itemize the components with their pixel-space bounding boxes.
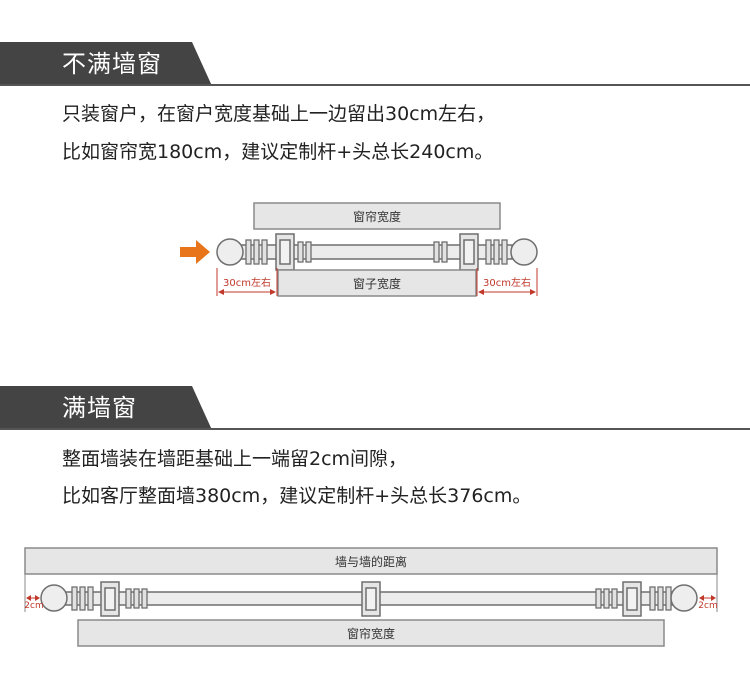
finial-left-icon [40,584,68,612]
bracket-right-icon [459,233,479,271]
finial-left-icon [216,238,244,266]
finial-right-icon [670,584,698,612]
header-divider [0,428,750,430]
description-line-2: 比如窗帘宽180cm，建议定制杆+头总长240cm。 [62,141,494,163]
bracket-center-icon [361,581,381,617]
dimension-left-arrow-icon [35,595,40,601]
dimension-left-arrow-icon [270,289,276,295]
curtain-width-label: 窗帘宽度 [353,209,401,224]
dimension-right-arrow-icon [711,595,716,601]
section-partial-wall-window: 不满墙窗 只装窗户，在窗户宽度基础上一边留出30cm左右， 比如窗帘宽180cm… [0,42,750,163]
section-header: 不满墙窗 [0,42,750,86]
window-width-bar [277,269,477,297]
diagram-partial-wall: 窗帘宽度 窗子宽度 30cm左右 [180,202,538,297]
curtain-width-bar [77,619,665,647]
dimension-left-arrow-icon [26,595,31,601]
bracket-right-icon [622,581,642,617]
right-gap-label: 2cm [698,601,717,611]
dimension-right [476,268,538,296]
curtain-width-bar [253,202,501,230]
diagram-full-wall: 墙与墙的距离 2cm [24,547,718,647]
dimension-right-arrow-icon [530,289,536,295]
bracket-left-icon [100,581,120,617]
wall-distance-bar [24,547,718,575]
dimension-left [216,268,278,296]
description-line-1: 只装窗户，在窗户宽度基础上一边留出30cm左右， [62,103,496,125]
description-line-2: 比如客厅整面墙380cm，建议定制杆+头总长376cm。 [62,485,532,507]
rod-rings-left [71,586,148,611]
header-divider [0,84,750,86]
rod-rings-left [245,239,312,265]
right-gap-label: 30cm左右 [483,276,531,289]
curtain-width-label: 窗帘宽度 [347,626,395,641]
dimension-left-arrow-icon [218,289,224,295]
header-tab [0,42,212,86]
section-title: 满墙窗 [62,394,137,422]
dimension-right-arrow-icon [478,289,484,295]
left-gap-label: 2cm [24,601,43,611]
bracket-left-icon [275,233,295,271]
rod-rings-right [433,239,508,265]
finial-right-icon [510,238,538,266]
header-tab [0,386,212,430]
section-full-wall-window: 满墙窗 整面墙装在墙距基础上一端留2cm间隙， 比如客厅整面墙380cm，建议定… [0,386,750,507]
wall-edges [24,574,718,612]
section-header: 满墙窗 [0,386,750,430]
window-width-label: 窗子宽度 [353,276,401,291]
description-line-1: 整面墙装在墙距基础上一端留2cm间隙， [62,448,408,470]
dimension-right-arrow-icon [699,595,704,601]
left-gap-label: 30cm左右 [223,276,271,289]
pointer-arrow-icon [180,240,210,264]
rod-rings-right [595,586,672,611]
section-title: 不满墙窗 [62,50,162,78]
wall-distance-label: 墙与墙的距离 [335,554,407,569]
